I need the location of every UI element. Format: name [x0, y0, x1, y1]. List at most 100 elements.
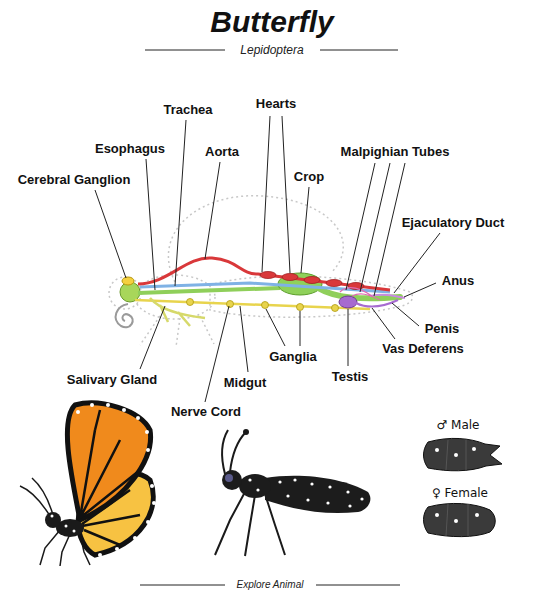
dot: [360, 497, 363, 500]
wing-vein: [95, 410, 100, 430]
antenna: [32, 478, 53, 515]
abdomen-tip: [424, 438, 503, 470]
dot: [328, 485, 331, 488]
antenna-tip: [243, 429, 249, 435]
part-label: Hearts: [256, 96, 296, 112]
part-label: Ganglia: [269, 349, 317, 365]
segment-line: [446, 440, 466, 470]
dot: [76, 410, 80, 414]
title-rules: [140, 50, 400, 585]
part-label: Vas Deferens: [382, 341, 464, 357]
credit-text: Explore Animal: [237, 579, 304, 591]
female-abdomen: [424, 503, 496, 536]
heart-chamber: [326, 280, 342, 287]
leg: [40, 530, 60, 565]
dot: [248, 478, 251, 481]
rule-line: [316, 585, 400, 586]
ganglion: [297, 304, 304, 311]
part-label: Anus: [442, 273, 475, 289]
dot: [152, 501, 156, 505]
ganglion: [262, 302, 269, 309]
dot: [122, 408, 126, 412]
part-label: Midgut: [224, 375, 267, 391]
heart-chamber: [260, 272, 276, 279]
part-label: Cerebral Ganglion: [18, 172, 131, 188]
dot: [278, 480, 281, 483]
leader-line: [205, 162, 220, 259]
part-label: Ejaculatory Duct: [402, 215, 505, 231]
dot: [435, 448, 439, 452]
leader-line: [282, 116, 290, 273]
butterfly-figure: [20, 403, 156, 566]
dot: [454, 519, 458, 523]
part-label: Aorta: [205, 144, 239, 160]
subtitle: Lepidoptera: [240, 43, 303, 57]
part-label: Penis: [425, 321, 460, 337]
esophagus: [138, 288, 280, 293]
dot: [90, 403, 94, 407]
leg: [60, 534, 70, 566]
dot: [133, 536, 137, 540]
dot: [65, 525, 68, 528]
dot: [136, 416, 140, 420]
dot: [73, 530, 76, 533]
antenna: [222, 430, 228, 474]
dot: [115, 547, 119, 551]
wing-veins: [80, 430, 140, 545]
leader-line: [300, 311, 301, 346]
ganglion: [187, 299, 194, 306]
dot: [306, 498, 309, 501]
abdomen: [265, 476, 370, 513]
part-label: Malpighian Tubes: [341, 144, 450, 160]
butterfly-head: [45, 512, 61, 528]
dot: [286, 494, 289, 497]
dot: [145, 430, 149, 434]
part-label: Crop: [294, 169, 324, 185]
title: Butterfly: [210, 4, 333, 40]
proboscis: [116, 304, 133, 327]
heart-chamber: [282, 274, 298, 281]
eye: [225, 474, 233, 482]
antenna: [230, 432, 246, 472]
leader-line: [240, 306, 248, 372]
antenna: [20, 486, 50, 516]
dot: [150, 484, 154, 488]
part-label: Esophagus: [95, 141, 165, 157]
leader-line: [404, 283, 436, 297]
dot: [146, 520, 150, 524]
leader-line: [392, 303, 419, 326]
dot: [310, 482, 313, 485]
leg: [215, 492, 245, 555]
dot: [326, 501, 329, 504]
body-dots: [248, 478, 363, 507]
testis: [339, 296, 357, 308]
dot: [348, 504, 351, 507]
ganglion: [332, 305, 339, 312]
dot: [106, 403, 110, 407]
wing-dots: [76, 403, 156, 557]
body-head: [222, 470, 242, 490]
dot: [454, 453, 458, 457]
heart-chamber: [304, 277, 320, 284]
rule-line: [145, 50, 225, 51]
leader-line: [266, 309, 285, 346]
segment-line: [446, 504, 468, 536]
ganglion: [227, 301, 234, 308]
leader-line: [95, 190, 126, 278]
leader-line: [372, 308, 395, 339]
leader-line: [301, 187, 309, 273]
leader-line: [348, 309, 349, 366]
leg: [245, 495, 255, 556]
dot: [146, 448, 150, 452]
abdomen-tip: [424, 503, 496, 536]
leader-line: [346, 163, 375, 290]
leader-line: [374, 163, 405, 296]
leader-line: [262, 116, 270, 272]
sex-label: ♂ Male: [437, 418, 480, 432]
dot: [293, 478, 296, 481]
part-label: Salivary Gland: [67, 372, 157, 388]
leader-line: [360, 163, 390, 292]
body-figure: [215, 429, 370, 556]
